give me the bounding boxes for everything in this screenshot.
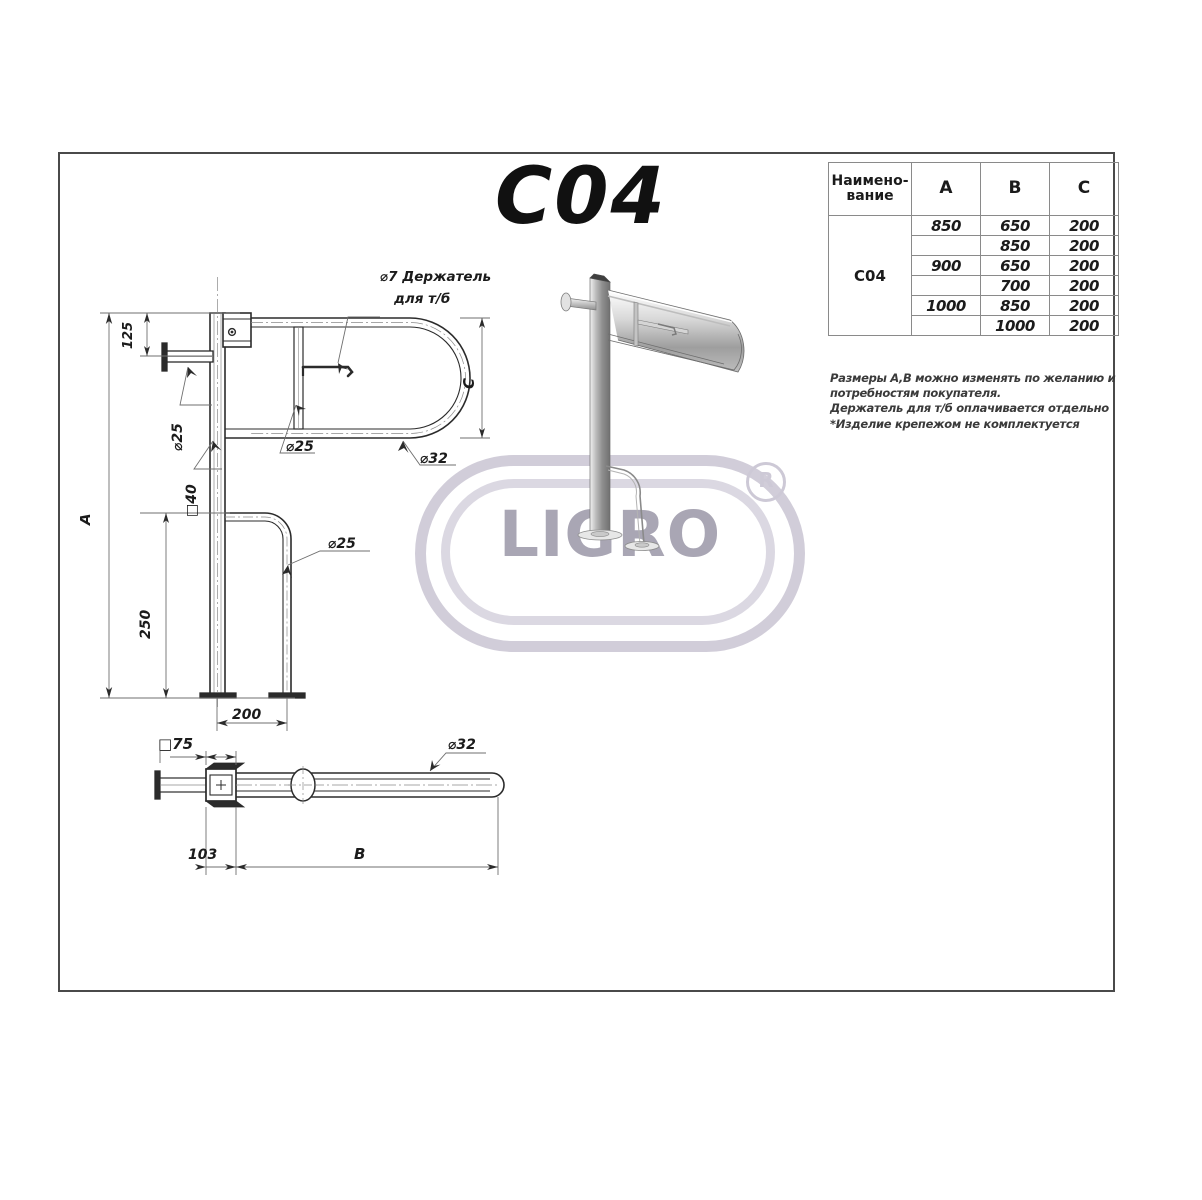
header-c: C	[1049, 162, 1119, 216]
cell-a	[911, 235, 981, 256]
leader-plan-d32	[429, 752, 486, 772]
cell-a	[911, 315, 981, 336]
dim-label-c: C	[460, 378, 478, 389]
header-b: B	[980, 162, 1050, 216]
label-paper-holder-line1: ⌀7 Держатель	[380, 269, 491, 285]
support-leg	[225, 512, 306, 699]
cell-a: 1000	[911, 295, 981, 316]
label-d25-leg: ⌀25	[328, 536, 356, 552]
post-base-plate	[199, 692, 237, 699]
dim-label-125: 125	[121, 322, 136, 349]
cell-b: 850	[980, 295, 1050, 316]
label-paper-holder-line2: для т/б	[393, 291, 450, 307]
header-name: Наимено- вание	[828, 162, 912, 216]
plan-main-tube	[236, 772, 505, 798]
header-name-line1: Наимено-	[831, 173, 909, 190]
cell-b: 850	[980, 235, 1050, 256]
dim-label-a: A	[80, 513, 94, 526]
wall-stub-bracket	[161, 342, 214, 372]
cell-a	[911, 275, 981, 296]
note-line-3: Держатель для т/б оплачивается отдельно	[830, 401, 1109, 416]
cell-c: 200	[1049, 275, 1119, 296]
dim-label-250: 250	[138, 610, 154, 639]
note-line-4: *Изделие крепежом не комплектуется	[830, 416, 1080, 431]
label-d25-mid: ⌀25	[286, 439, 314, 455]
cell-c: 200	[1049, 215, 1119, 236]
leader-d32	[402, 440, 456, 466]
iso-vertical-post	[577, 273, 623, 541]
cell-c: 200	[1049, 315, 1119, 336]
cell-b: 650	[980, 255, 1050, 276]
paper-holder-hook	[301, 365, 354, 378]
hinge-block	[222, 312, 252, 348]
label-plan-d32: ⌀32	[448, 737, 476, 753]
cell-a: 850	[911, 215, 981, 236]
cell-model: C04	[828, 215, 912, 336]
cell-c: 200	[1049, 235, 1119, 256]
dim-label-b: B	[354, 845, 365, 863]
label-sq40: □40	[184, 484, 200, 517]
plan-view: □75 103 B ⌀32	[154, 735, 505, 875]
leader-sq40	[193, 440, 222, 470]
dim-label-200: 200	[232, 707, 261, 723]
note-line-2: потребностям покупателя.	[830, 386, 1001, 401]
iso-paper-hook	[657, 323, 677, 336]
isometric-render-view	[560, 273, 745, 551]
header-name-line2: вание	[846, 188, 894, 204]
front-elevation-view: A 125 250 200 C ⌀7 Держатель для т/б ⌀25…	[80, 269, 491, 731]
label-d25-left: ⌀25	[170, 423, 186, 451]
label-sq75: □75	[158, 735, 193, 753]
plan-hinge-collar	[288, 766, 318, 804]
plan-stub-tube	[159, 777, 207, 793]
plan-post-block	[204, 762, 246, 808]
leader-holder	[337, 316, 380, 364]
iso-wall-stub	[560, 292, 597, 312]
drawing-notes: Размеры А,В можно изменять по желанию и …	[830, 371, 1116, 432]
cell-b: 650	[980, 215, 1050, 236]
leader-d25-mid	[279, 404, 315, 454]
folding-u-rail	[225, 317, 471, 439]
dim-label-103: 103	[188, 847, 217, 863]
cell-c: 200	[1049, 295, 1119, 316]
leader-d25-left	[179, 366, 212, 406]
cell-b: 1000	[980, 315, 1050, 336]
cell-c: 200	[1049, 255, 1119, 276]
label-d32: ⌀32	[420, 451, 448, 467]
header-a: A	[911, 162, 981, 216]
note-line-1: Размеры А,В можно изменять по желанию и	[830, 371, 1116, 385]
leader-d25-leg	[287, 550, 370, 566]
iso-support-leg	[605, 465, 660, 551]
cell-a: 900	[911, 255, 981, 276]
page-title: C04	[495, 152, 667, 242]
cell-b: 700	[980, 275, 1050, 296]
plan-wall-plate	[154, 770, 161, 800]
table-header-row: Наимено- вание A B C	[828, 162, 1119, 216]
